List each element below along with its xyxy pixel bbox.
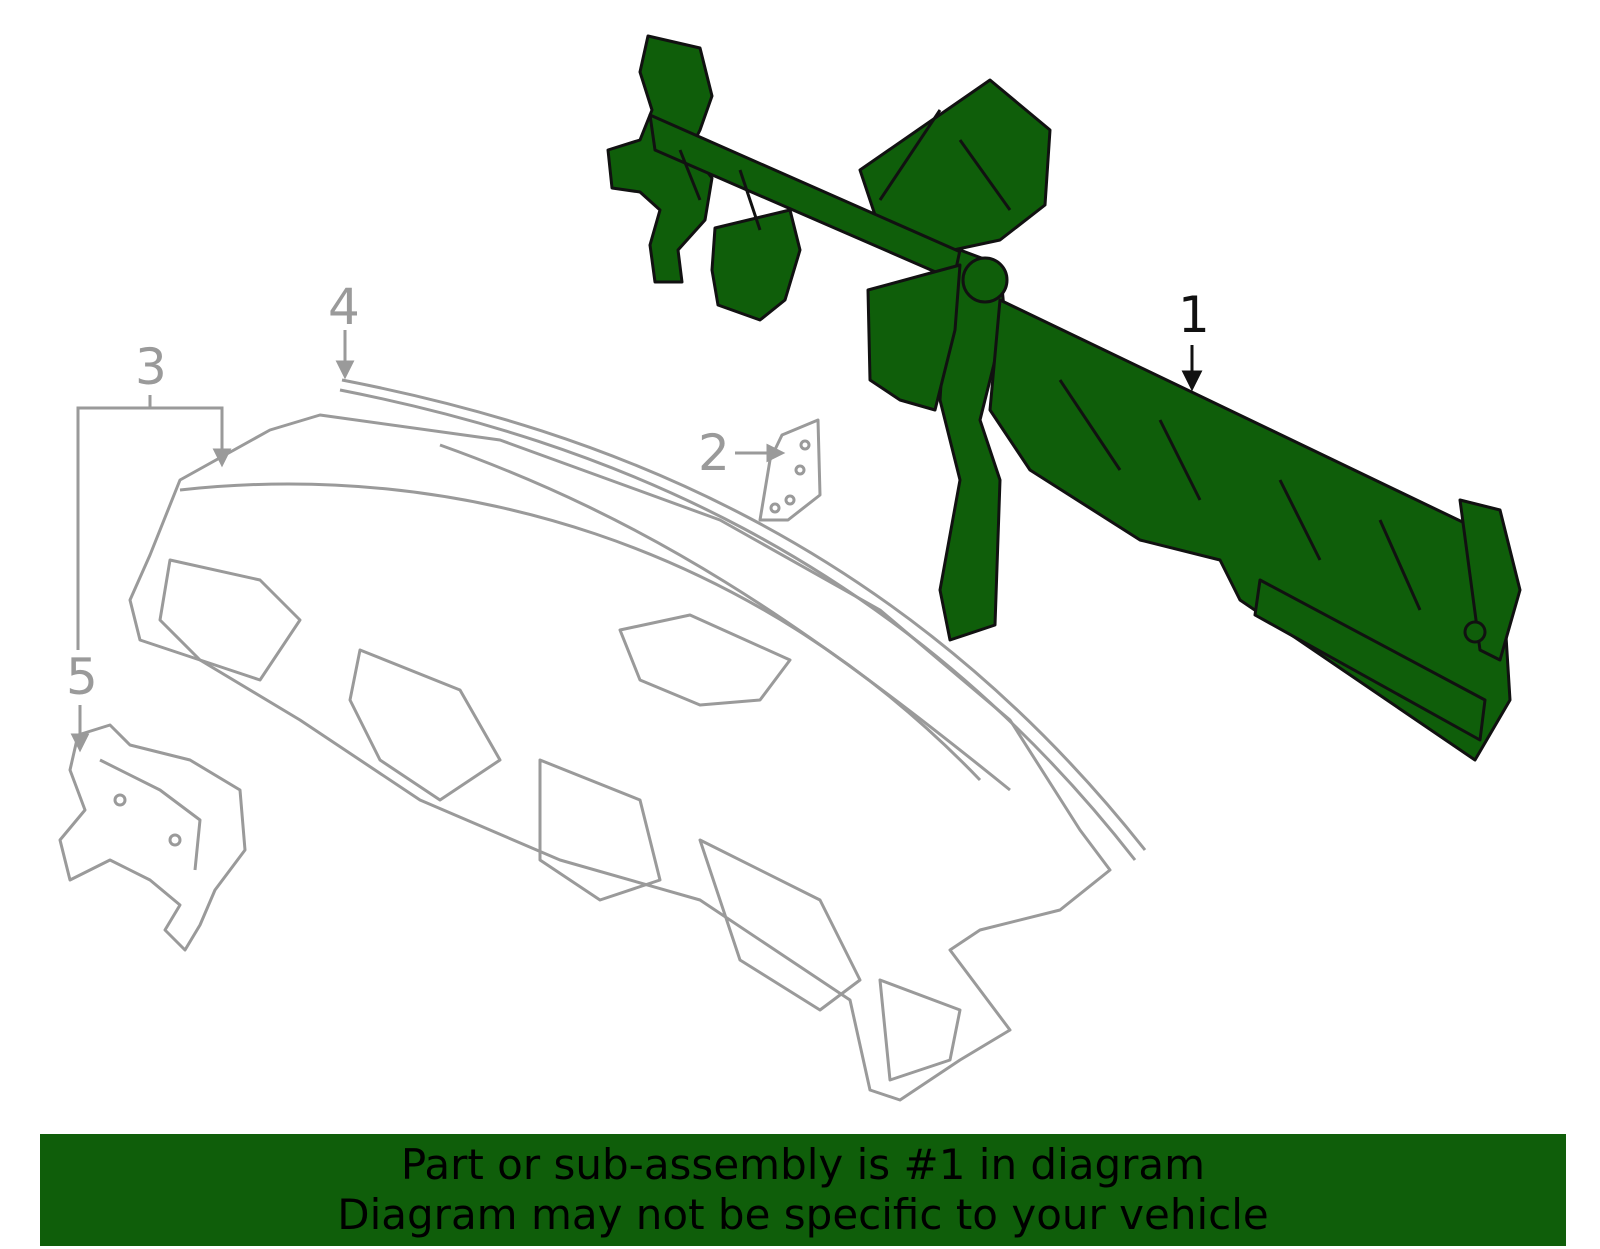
parts-diagram (58, 34, 1522, 1102)
callout-5: 5 (66, 648, 98, 706)
info-banner: Part or sub-assembly is #1 in diagram Di… (40, 1134, 1566, 1246)
part-1-cross-car-beam (606, 34, 1522, 762)
part-4-trim-strip (339, 378, 1147, 861)
banner-line-2: Diagram may not be specific to your vehi… (337, 1190, 1269, 1239)
banner-line-1: Part or sub-assembly is #1 in diagram (400, 1140, 1206, 1189)
leader-lines (70, 330, 1203, 753)
part-3-instrument-panel (128, 413, 1112, 1102)
callout-4: 4 (328, 278, 360, 336)
callout-2: 2 (698, 424, 730, 482)
callout-1: 1 (1178, 286, 1210, 344)
part-5-side-bracket (58, 723, 247, 952)
part-2-bracket (758, 418, 822, 522)
callout-3: 3 (135, 338, 167, 396)
